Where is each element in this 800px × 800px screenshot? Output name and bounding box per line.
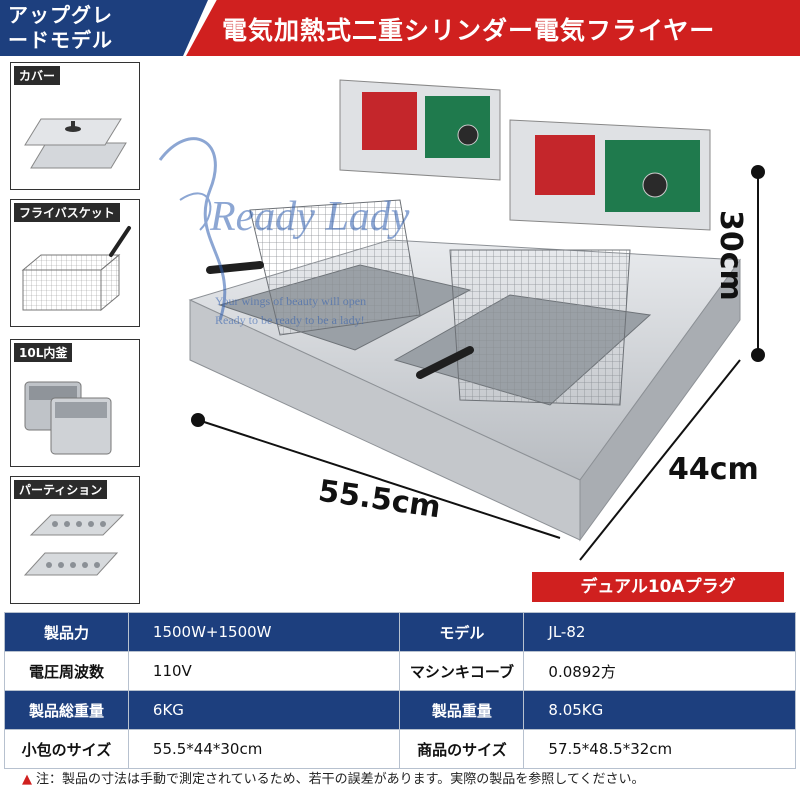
spec-row: 製品総重量 6KG 製品重量 8.05KG bbox=[4, 690, 796, 730]
warning-icon: ▲ bbox=[22, 772, 32, 787]
spec-row: 電圧周波数 110V マシンキコーブ 0.0892方 bbox=[4, 651, 796, 691]
depth-dimension-label: 44cm bbox=[668, 452, 759, 487]
spec-key: 電圧周波数 bbox=[4, 651, 129, 691]
plug-badge: デュアル10Aプラグ bbox=[532, 572, 784, 602]
width-guide-line bbox=[197, 419, 561, 539]
spec-row: 小包のサイズ 55.5*44*30cm 商品のサイズ 57.5*48.5*32c… bbox=[4, 729, 796, 769]
accessory-basket-label: フライバスケット bbox=[14, 203, 120, 222]
accessory-cover-panel: カバー bbox=[10, 62, 140, 190]
spec-key: 小包のサイズ bbox=[4, 729, 129, 769]
accessory-partition-panel: パーティション bbox=[10, 476, 140, 604]
spec-value: 55.5*44*30cm bbox=[127, 729, 401, 769]
disclaimer-note: ▲ 注：製品の寸法は手動で測定されているため、若干の誤差があります。実際の製品を参… bbox=[22, 768, 645, 787]
right-thermostat-knob bbox=[642, 172, 668, 198]
spec-value: 57.5*48.5*32cm bbox=[523, 729, 796, 769]
accessory-pot-label: 10L内釜 bbox=[14, 343, 73, 362]
watermark-logo: Ready Lady Your wings of beauty will ope… bbox=[158, 137, 410, 327]
right-basket-handle bbox=[416, 346, 474, 379]
accessory-basket-panel: フライバスケット bbox=[10, 199, 140, 327]
spec-key: マシンキコーブ bbox=[399, 651, 525, 691]
spec-table: 製品力 1500W+1500W モデル JL-82 電圧周波数 110V マシン… bbox=[4, 612, 796, 769]
right-warning-label bbox=[535, 135, 595, 195]
disclaimer-text: 注：製品の寸法は手動で測定されているため、若干の誤差があります。実際の製品を参照… bbox=[36, 772, 645, 787]
spec-row: 製品力 1500W+1500W モデル JL-82 bbox=[4, 612, 796, 652]
spec-key: 商品のサイズ bbox=[399, 729, 525, 769]
depth-guide-line bbox=[579, 359, 741, 561]
upgrade-badge-bg bbox=[0, 0, 208, 56]
header-banner: アップグレ ードモデル 電気加熱式二重シリンダー電気フライヤー bbox=[0, 0, 800, 56]
left-warning-label bbox=[362, 92, 417, 150]
spec-value: 8.05KG bbox=[523, 690, 796, 730]
right-fry-basket bbox=[449, 249, 631, 406]
spec-key: 製品重量 bbox=[399, 690, 525, 730]
upgrade-badge: アップグレ ードモデル bbox=[8, 3, 168, 53]
partition-image bbox=[23, 514, 125, 576]
spec-value: 110V bbox=[127, 651, 401, 691]
spec-key: 製品総重量 bbox=[4, 690, 129, 730]
product-title: 電気加熱式二重シリンダー電気フライヤー bbox=[222, 16, 716, 45]
spec-key: モデル bbox=[399, 612, 525, 652]
title-banner-bg bbox=[186, 0, 800, 56]
watermark-logo-text: Ready Lady bbox=[209, 194, 410, 240]
badge-line-1: アップグレ bbox=[8, 3, 113, 27]
badge-line-2: ードモデル bbox=[8, 28, 113, 52]
left-basket-handle bbox=[206, 261, 264, 274]
spec-value: 1500W+1500W bbox=[127, 612, 401, 652]
fry-basket-image bbox=[21, 226, 131, 312]
spec-value: 6KG bbox=[127, 690, 401, 730]
height-guide-dot-top bbox=[751, 165, 765, 179]
accessory-pot-panel: 10L内釜 bbox=[10, 339, 140, 467]
height-dimension-label: 30cm bbox=[713, 210, 748, 301]
height-guide-dot-bottom bbox=[751, 348, 765, 362]
watermark-tagline-2: Ready to be ready to be a lady! bbox=[215, 313, 365, 327]
fryer-illustration: Ready Lady Your wings of beauty will ope… bbox=[158, 79, 765, 561]
left-fry-basket bbox=[249, 199, 421, 336]
watermark-tagline-1: Your wings of beauty will open bbox=[215, 294, 366, 308]
spec-key: 製品力 bbox=[4, 612, 129, 652]
cover-image bbox=[24, 118, 127, 169]
inner-pot-image bbox=[24, 381, 112, 455]
spec-value: 0.0892方 bbox=[523, 651, 796, 691]
fryer-side-panel bbox=[579, 258, 741, 542]
width-guide-dot-left bbox=[191, 413, 205, 427]
left-thermostat-knob bbox=[457, 124, 479, 146]
accessory-cover-label: カバー bbox=[14, 66, 61, 85]
spec-value: JL-82 bbox=[523, 612, 796, 652]
left-control-panel bbox=[425, 96, 490, 158]
accessory-partition-label: パーティション bbox=[14, 480, 108, 499]
